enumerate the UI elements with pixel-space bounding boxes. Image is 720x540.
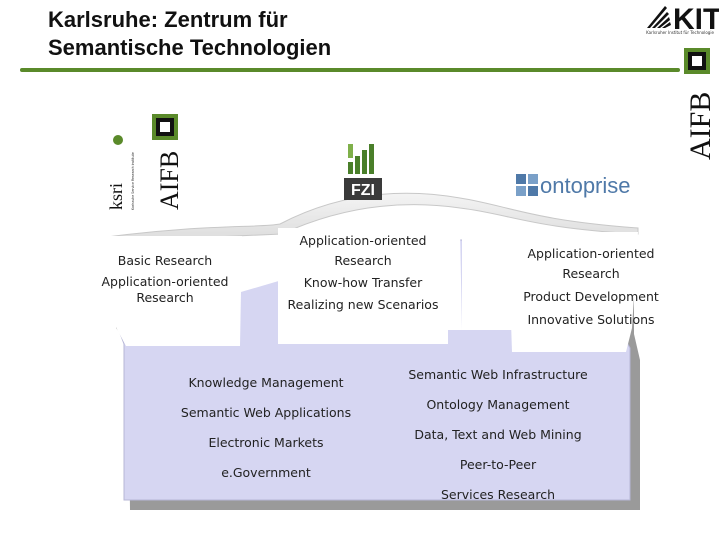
- middle-column-panel: [278, 228, 448, 344]
- middle-column-line-2: Research: [334, 253, 392, 268]
- left-column-line-2: Application-oriented: [101, 274, 229, 289]
- fzi-logo-text: FZI: [351, 182, 375, 199]
- title-line-2: Semantische Technologien: [48, 35, 332, 60]
- ksri-logo-text: ksri: [106, 183, 126, 210]
- aifb-logo-left-text: AIFB: [155, 151, 184, 210]
- topic-item: Data, Text and Web Mining: [414, 427, 582, 442]
- left-column-text: Basic Research Application-oriented Rese…: [90, 250, 240, 306]
- fzi-bars-icon: [348, 144, 374, 174]
- middle-column-text: Application-oriented Research Know-how T…: [280, 231, 446, 315]
- topic-item: Semantic Web Applications: [180, 405, 352, 420]
- topic-item: Peer-to-Peer: [459, 457, 537, 472]
- topic-item: Knowledge Management: [188, 375, 344, 390]
- topic-item: Ontology Management: [426, 397, 570, 412]
- kit-fan-icon: [647, 6, 671, 28]
- left-column-line-3: Research: [136, 290, 194, 305]
- title-line-1: Karlsruhe: Zentrum für: [48, 7, 288, 32]
- middle-column-line-1: Application-oriented: [299, 233, 427, 248]
- fzi-logo: FZI: [344, 144, 382, 200]
- middle-column-line-3: Know-how Transfer: [303, 275, 423, 290]
- ksri-dot-icon: [113, 135, 123, 145]
- right-column-line-3: Product Development: [523, 289, 659, 304]
- right-column-line-2: Research: [562, 266, 620, 281]
- right-column-line-1: Application-oriented: [527, 246, 655, 261]
- left-column-panel: [96, 236, 242, 346]
- ontoprise-logo: ontoprise: [516, 173, 631, 198]
- ontoprise-logo-text: ontoprise: [540, 173, 631, 198]
- aifb-logo-right: AIFB: [684, 48, 717, 160]
- ksri-subtitle: Karlsruhe Service Research Institute: [131, 152, 135, 210]
- ontoprise-puzzle-icon: [516, 174, 538, 196]
- aifb-logo-right-text: AIFB: [684, 92, 717, 160]
- right-column-text: Application-oriented Research Product De…: [512, 244, 670, 330]
- topic-item: Electronic Markets: [208, 435, 324, 450]
- middle-column-line-4: Realizing new Scenarios: [287, 297, 439, 312]
- topic-item: Semantic Web Infrastructure: [408, 367, 588, 382]
- right-column-panel: [508, 232, 638, 352]
- kit-logo-text: KIT: [673, 4, 719, 36]
- aifb-logo-left: AIFB: [152, 114, 184, 210]
- ksri-logo: ksri Karlsruhe Service Research Institut…: [106, 135, 135, 210]
- topic-item: Services Research: [440, 487, 556, 502]
- topics-left-list: Knowledge Management Semantic Web Applic…: [166, 368, 366, 488]
- topics-right-list: Semantic Web Infrastructure Ontology Man…: [398, 360, 598, 510]
- kit-logo: KIT: [647, 4, 719, 36]
- left-column-line-1: Basic Research: [117, 253, 213, 268]
- kit-subtitle: Karlsruher Institut für Technologie: [646, 30, 714, 35]
- title-underline: [20, 68, 680, 72]
- topic-item: e.Government: [221, 465, 311, 480]
- right-column-line-4: Innovative Solutions: [527, 312, 655, 327]
- page-title: Karlsruhe: Zentrum für Semantische Techn…: [48, 6, 331, 62]
